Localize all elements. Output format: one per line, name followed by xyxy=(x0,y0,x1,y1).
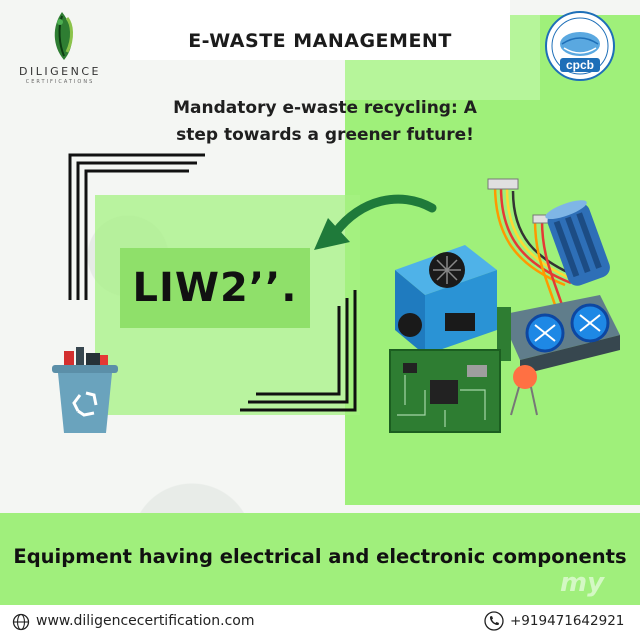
page-subtitle: Mandatory e-waste recycling: A step towa… xyxy=(140,95,510,149)
phone-icon xyxy=(484,611,504,631)
subtitle-line-1: Mandatory e-waste recycling: A xyxy=(173,98,477,118)
logo-name: DILIGENCE xyxy=(19,65,101,78)
recycle-bin-icon xyxy=(52,347,118,433)
cpcb-text: cpcb xyxy=(566,58,594,72)
bottom-banner xyxy=(0,513,640,605)
footer-bar xyxy=(0,605,640,640)
subtitle-line-2: step towards a greener future! xyxy=(176,125,474,145)
page-title: E-WASTE MANAGEMENT xyxy=(188,30,452,52)
watermark: my xyxy=(560,568,605,598)
cpcb-emblem-icon: cpcb xyxy=(545,11,615,81)
category-code: LIW2’’. xyxy=(132,265,298,311)
electronic-components-illustration xyxy=(389,178,620,433)
logo-tagline: CERTIFICATIONS xyxy=(25,79,95,85)
curved-arrow-icon xyxy=(314,194,437,250)
phone-number[interactable]: +919471642921 xyxy=(510,613,625,629)
globe-icon xyxy=(12,613,30,631)
code-box xyxy=(120,248,310,328)
title-backdrop xyxy=(130,0,510,60)
website-link[interactable]: www.diligencecertification.com xyxy=(36,613,255,629)
leaf-logo-icon xyxy=(54,12,73,60)
banner-text: Equipment having electrical and electron… xyxy=(13,545,627,568)
